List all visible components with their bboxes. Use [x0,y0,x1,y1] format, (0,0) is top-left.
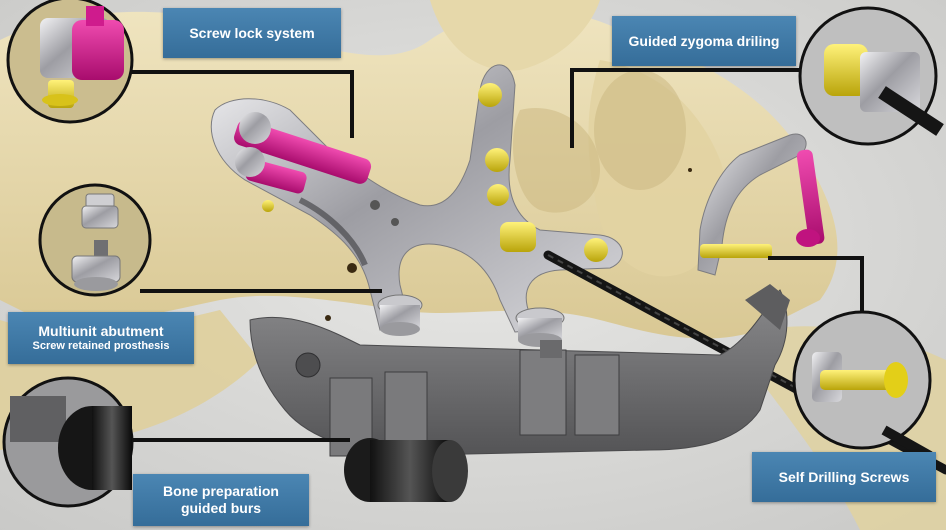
label-guided-zygoma-driling: Guided zygoma driling [612,16,796,66]
label-bone-preparation: Bone preparation guided burs [133,474,309,526]
surgical-guide [249,284,790,457]
detail-circle-multiunit [38,183,152,297]
label-guided-zygoma-text: Guided zygoma driling [628,32,780,49]
label-self-drilling-text: Self Drilling Screws [778,468,910,485]
detail-circle-self-drilling [792,310,933,461]
label-self-drilling-screws: Self Drilling Screws [752,452,936,502]
detail-circle-guided-zygoma [798,6,944,146]
detail-circle-guided-burs [2,376,134,508]
label-multiunit-subtitle: Screw retained prosthesis [32,339,170,352]
leader-lines [120,68,864,442]
label-screw-lock-system: Screw lock system [163,8,341,58]
label-bone-prep-line1: Bone preparation [163,483,279,500]
detail-circle-screw-lock [6,0,134,124]
label-screw-lock-text: Screw lock system [189,24,315,41]
label-multiunit-abutment: Multiunit abutment Screw retained prosth… [8,312,194,364]
titanium-plate [210,64,807,333]
yellow-screws [262,83,772,262]
label-bone-prep-line2: guided burs [180,500,262,516]
abutments [377,294,565,347]
guided-burs [344,438,468,502]
bone-holes [325,168,692,321]
magenta-lock-screws [234,112,825,247]
label-multiunit-title: Multiunit abutment [38,323,164,339]
